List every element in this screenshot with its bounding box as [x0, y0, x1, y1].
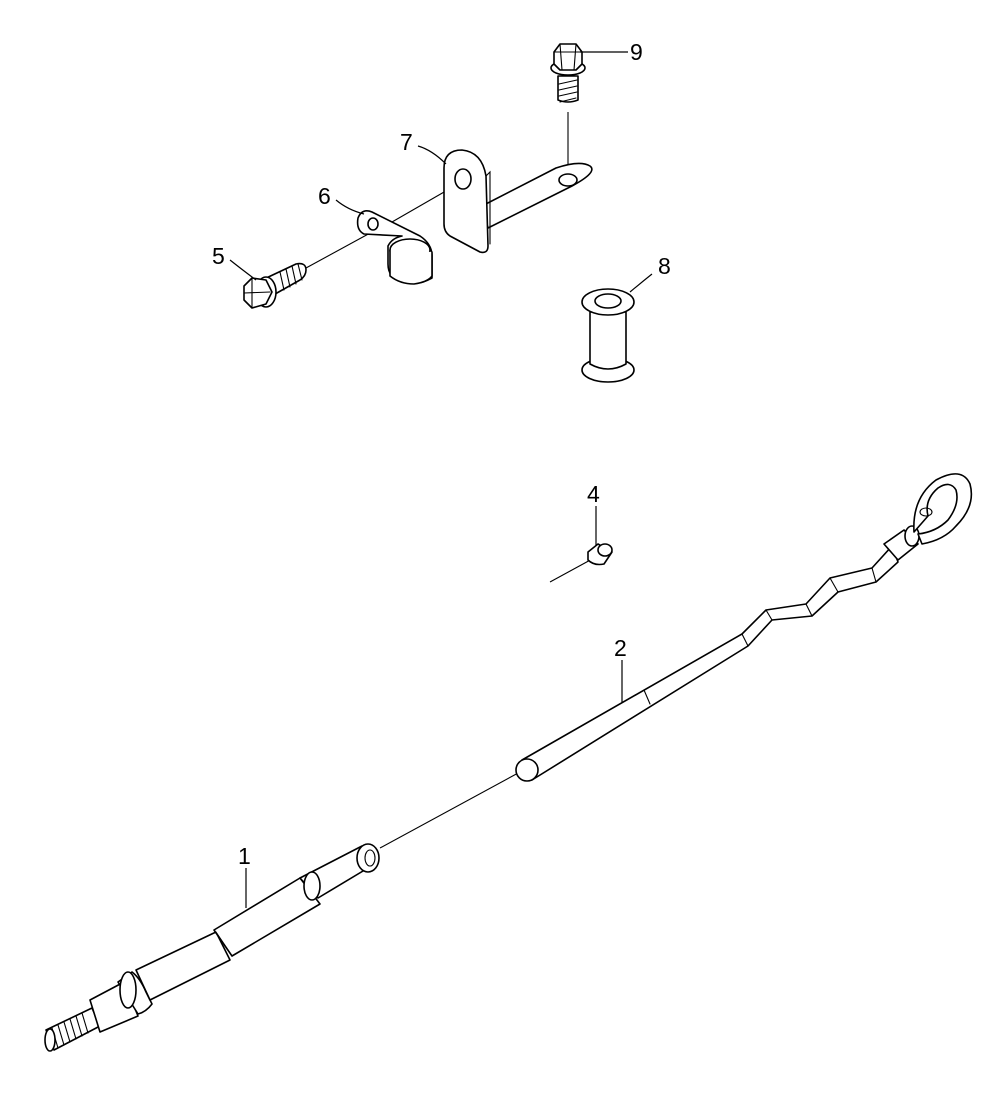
part-4-pin: [587, 543, 613, 566]
shaft-axis: [379, 771, 521, 849]
leader-5: [229, 259, 257, 281]
callout-leaders: [229, 51, 653, 908]
callout-8: 8: [658, 253, 671, 279]
part-2-dipstick: [515, 473, 973, 782]
assembly-axis-lines: [305, 112, 595, 849]
part-9-flange-bolt: [550, 43, 586, 103]
leader-8: [629, 273, 653, 293]
part-1-guide-tube: [44, 843, 380, 1052]
part-5-flange-bolt: [243, 262, 307, 309]
leader-7: [417, 145, 447, 165]
part-6-p-clamp: [356, 210, 433, 285]
callout-4: 4: [587, 481, 600, 507]
callout-2: 2: [614, 635, 627, 661]
callout-7: 7: [400, 129, 413, 155]
part-7-bracket: [443, 149, 593, 254]
callout-6: 6: [318, 183, 331, 209]
callout-1: 1: [238, 843, 251, 869]
callout-9: 9: [630, 39, 643, 65]
callout-5: 5: [212, 243, 225, 269]
leader-6: [335, 199, 365, 215]
part-8-bushing: [581, 288, 635, 383]
bolt-5-axis-a: [305, 231, 373, 269]
part-4-axis: [549, 557, 595, 583]
callout-labels: 1 2 4 5 6 7 8 9: [212, 39, 671, 869]
